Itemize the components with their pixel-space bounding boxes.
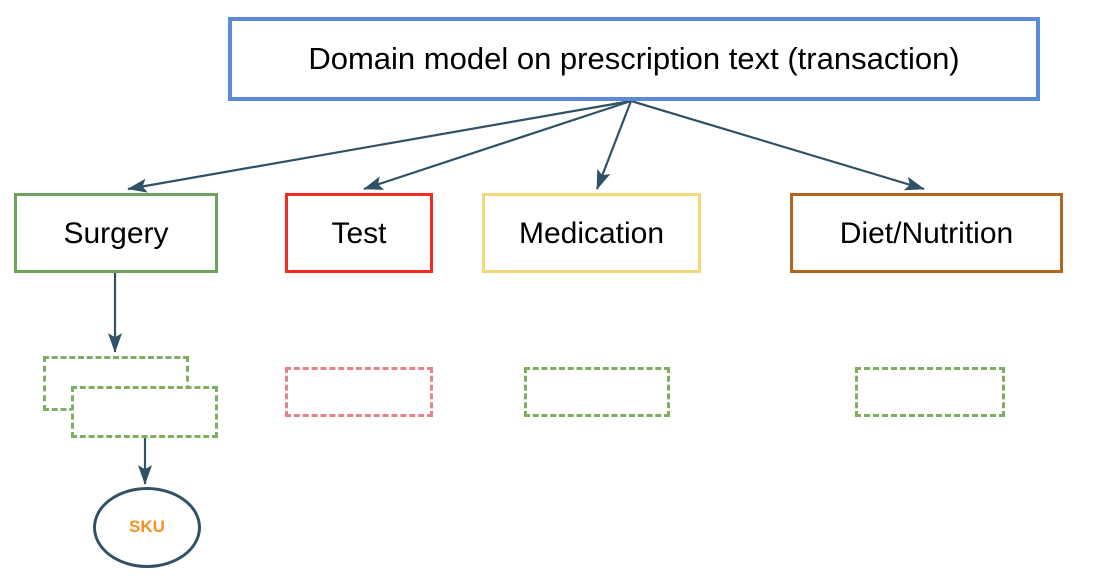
edge-root-to-surgery — [127, 99, 632, 193]
category-node-diet-nutrition[interactable]: Diet/Nutrition — [790, 193, 1063, 273]
edge-root-to-medication — [595, 100, 633, 190]
category-node-surgery[interactable]: Surgery — [14, 193, 218, 273]
placeholder-node-diet-nutrition[interactable] — [855, 367, 1005, 417]
root-node-domain-model[interactable]: Domain model on prescription text (trans… — [228, 17, 1040, 101]
leaf-node-sku[interactable]: SKU — [93, 487, 201, 568]
category-node-medication[interactable]: Medication — [482, 193, 701, 273]
edge-root-to-test — [363, 99, 632, 191]
placeholder-node-surgery-front[interactable] — [71, 386, 218, 438]
category-node-test[interactable]: Test — [285, 193, 433, 273]
placeholder-node-medication[interactable] — [524, 367, 670, 417]
edge-root-to-diet — [630, 99, 925, 191]
placeholder-node-test[interactable] — [285, 367, 433, 417]
